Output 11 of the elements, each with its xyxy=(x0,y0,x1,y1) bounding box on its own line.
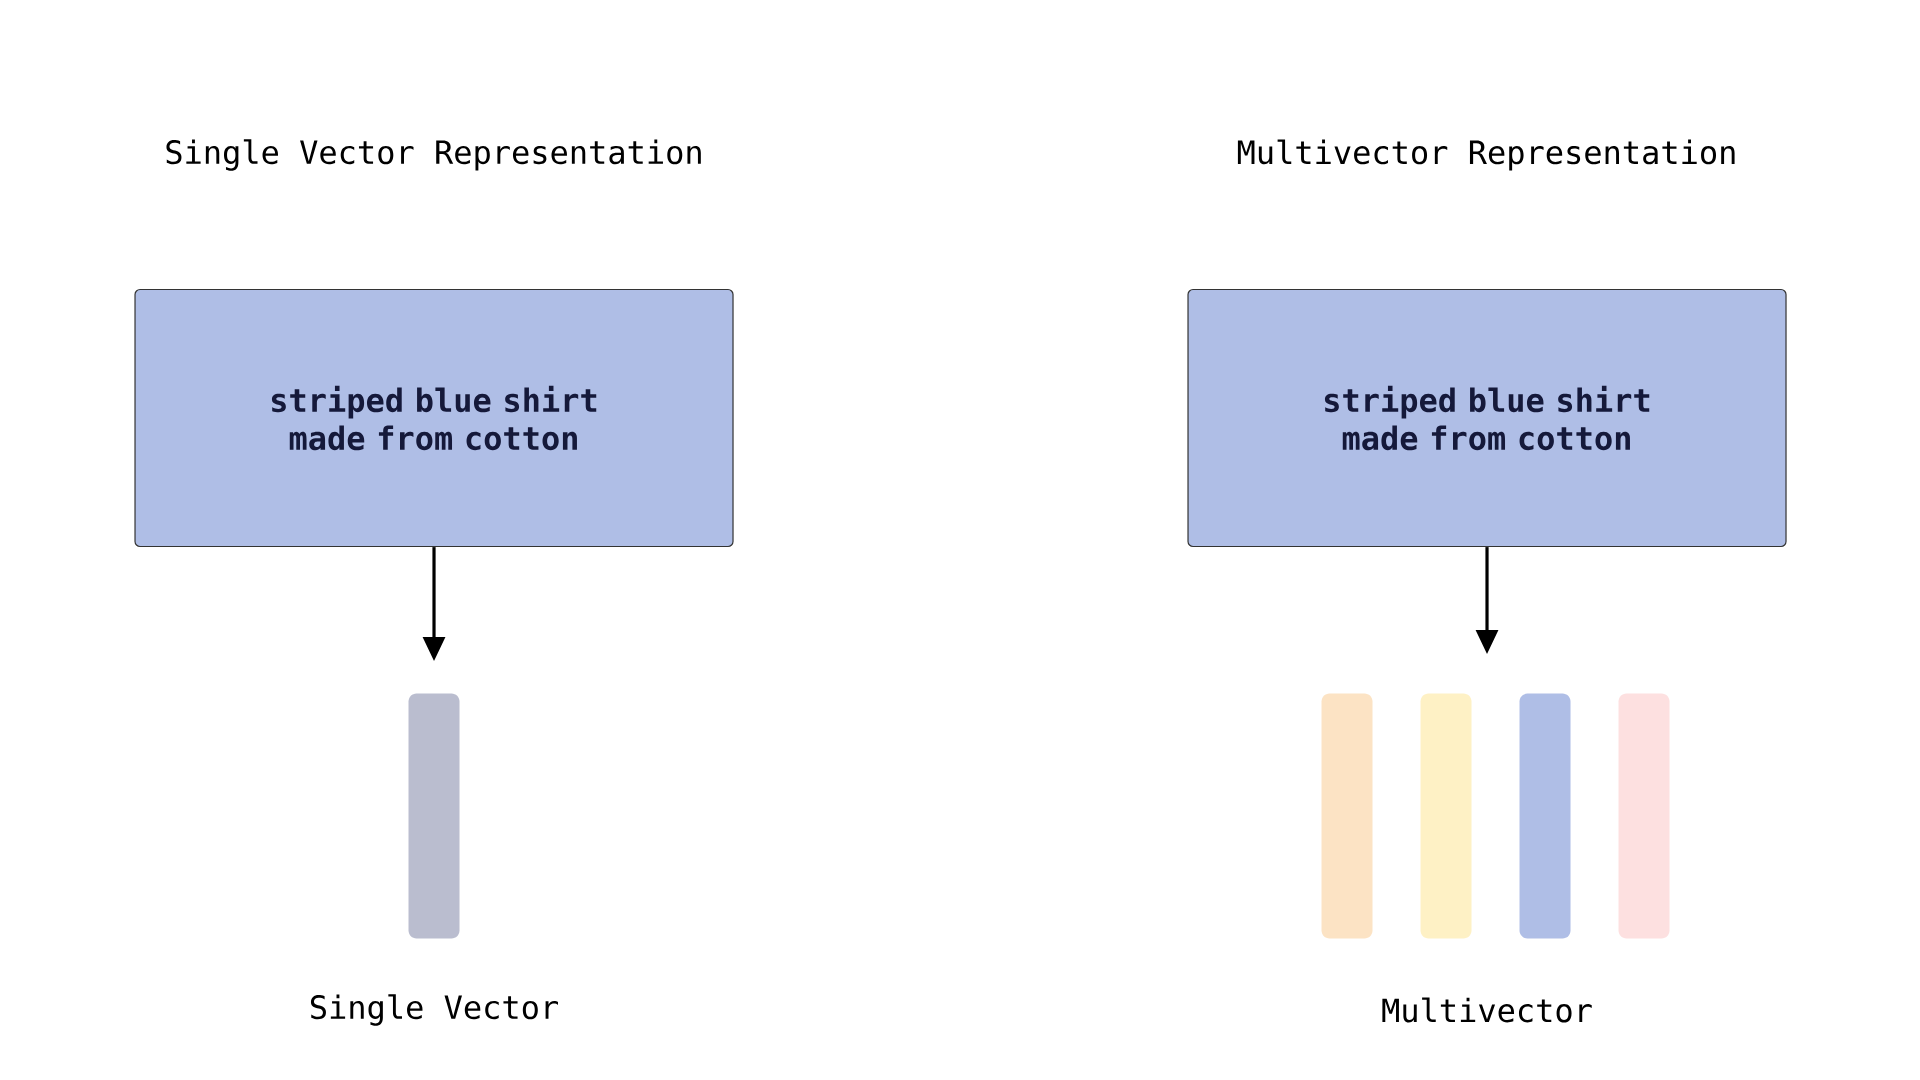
vector-bar xyxy=(408,693,460,939)
text-box: striped blue shirt made from cotton xyxy=(1187,288,1787,548)
caption: Multivector xyxy=(1382,997,1592,1023)
heading: Multivector Representation xyxy=(1237,139,1735,171)
vector-bar xyxy=(1321,693,1373,939)
heading: Single Vector Representation xyxy=(166,139,701,171)
caption: Single Vector xyxy=(310,994,558,1026)
vector-bar xyxy=(1420,693,1472,939)
vector-bar xyxy=(1618,693,1670,939)
vector-bar xyxy=(1519,693,1571,939)
text-box: striped blue shirt made from cotton xyxy=(134,288,734,548)
